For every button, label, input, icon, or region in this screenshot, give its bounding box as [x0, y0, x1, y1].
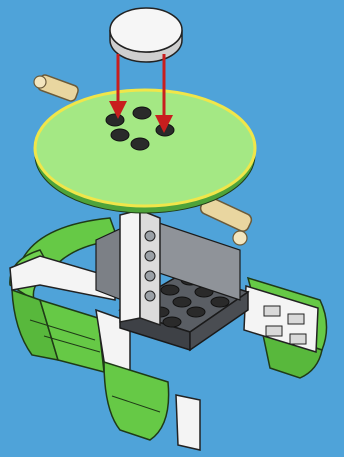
technic-beam-white — [120, 210, 160, 325]
round-tile-white — [110, 8, 182, 62]
round-plate-green — [35, 90, 255, 213]
